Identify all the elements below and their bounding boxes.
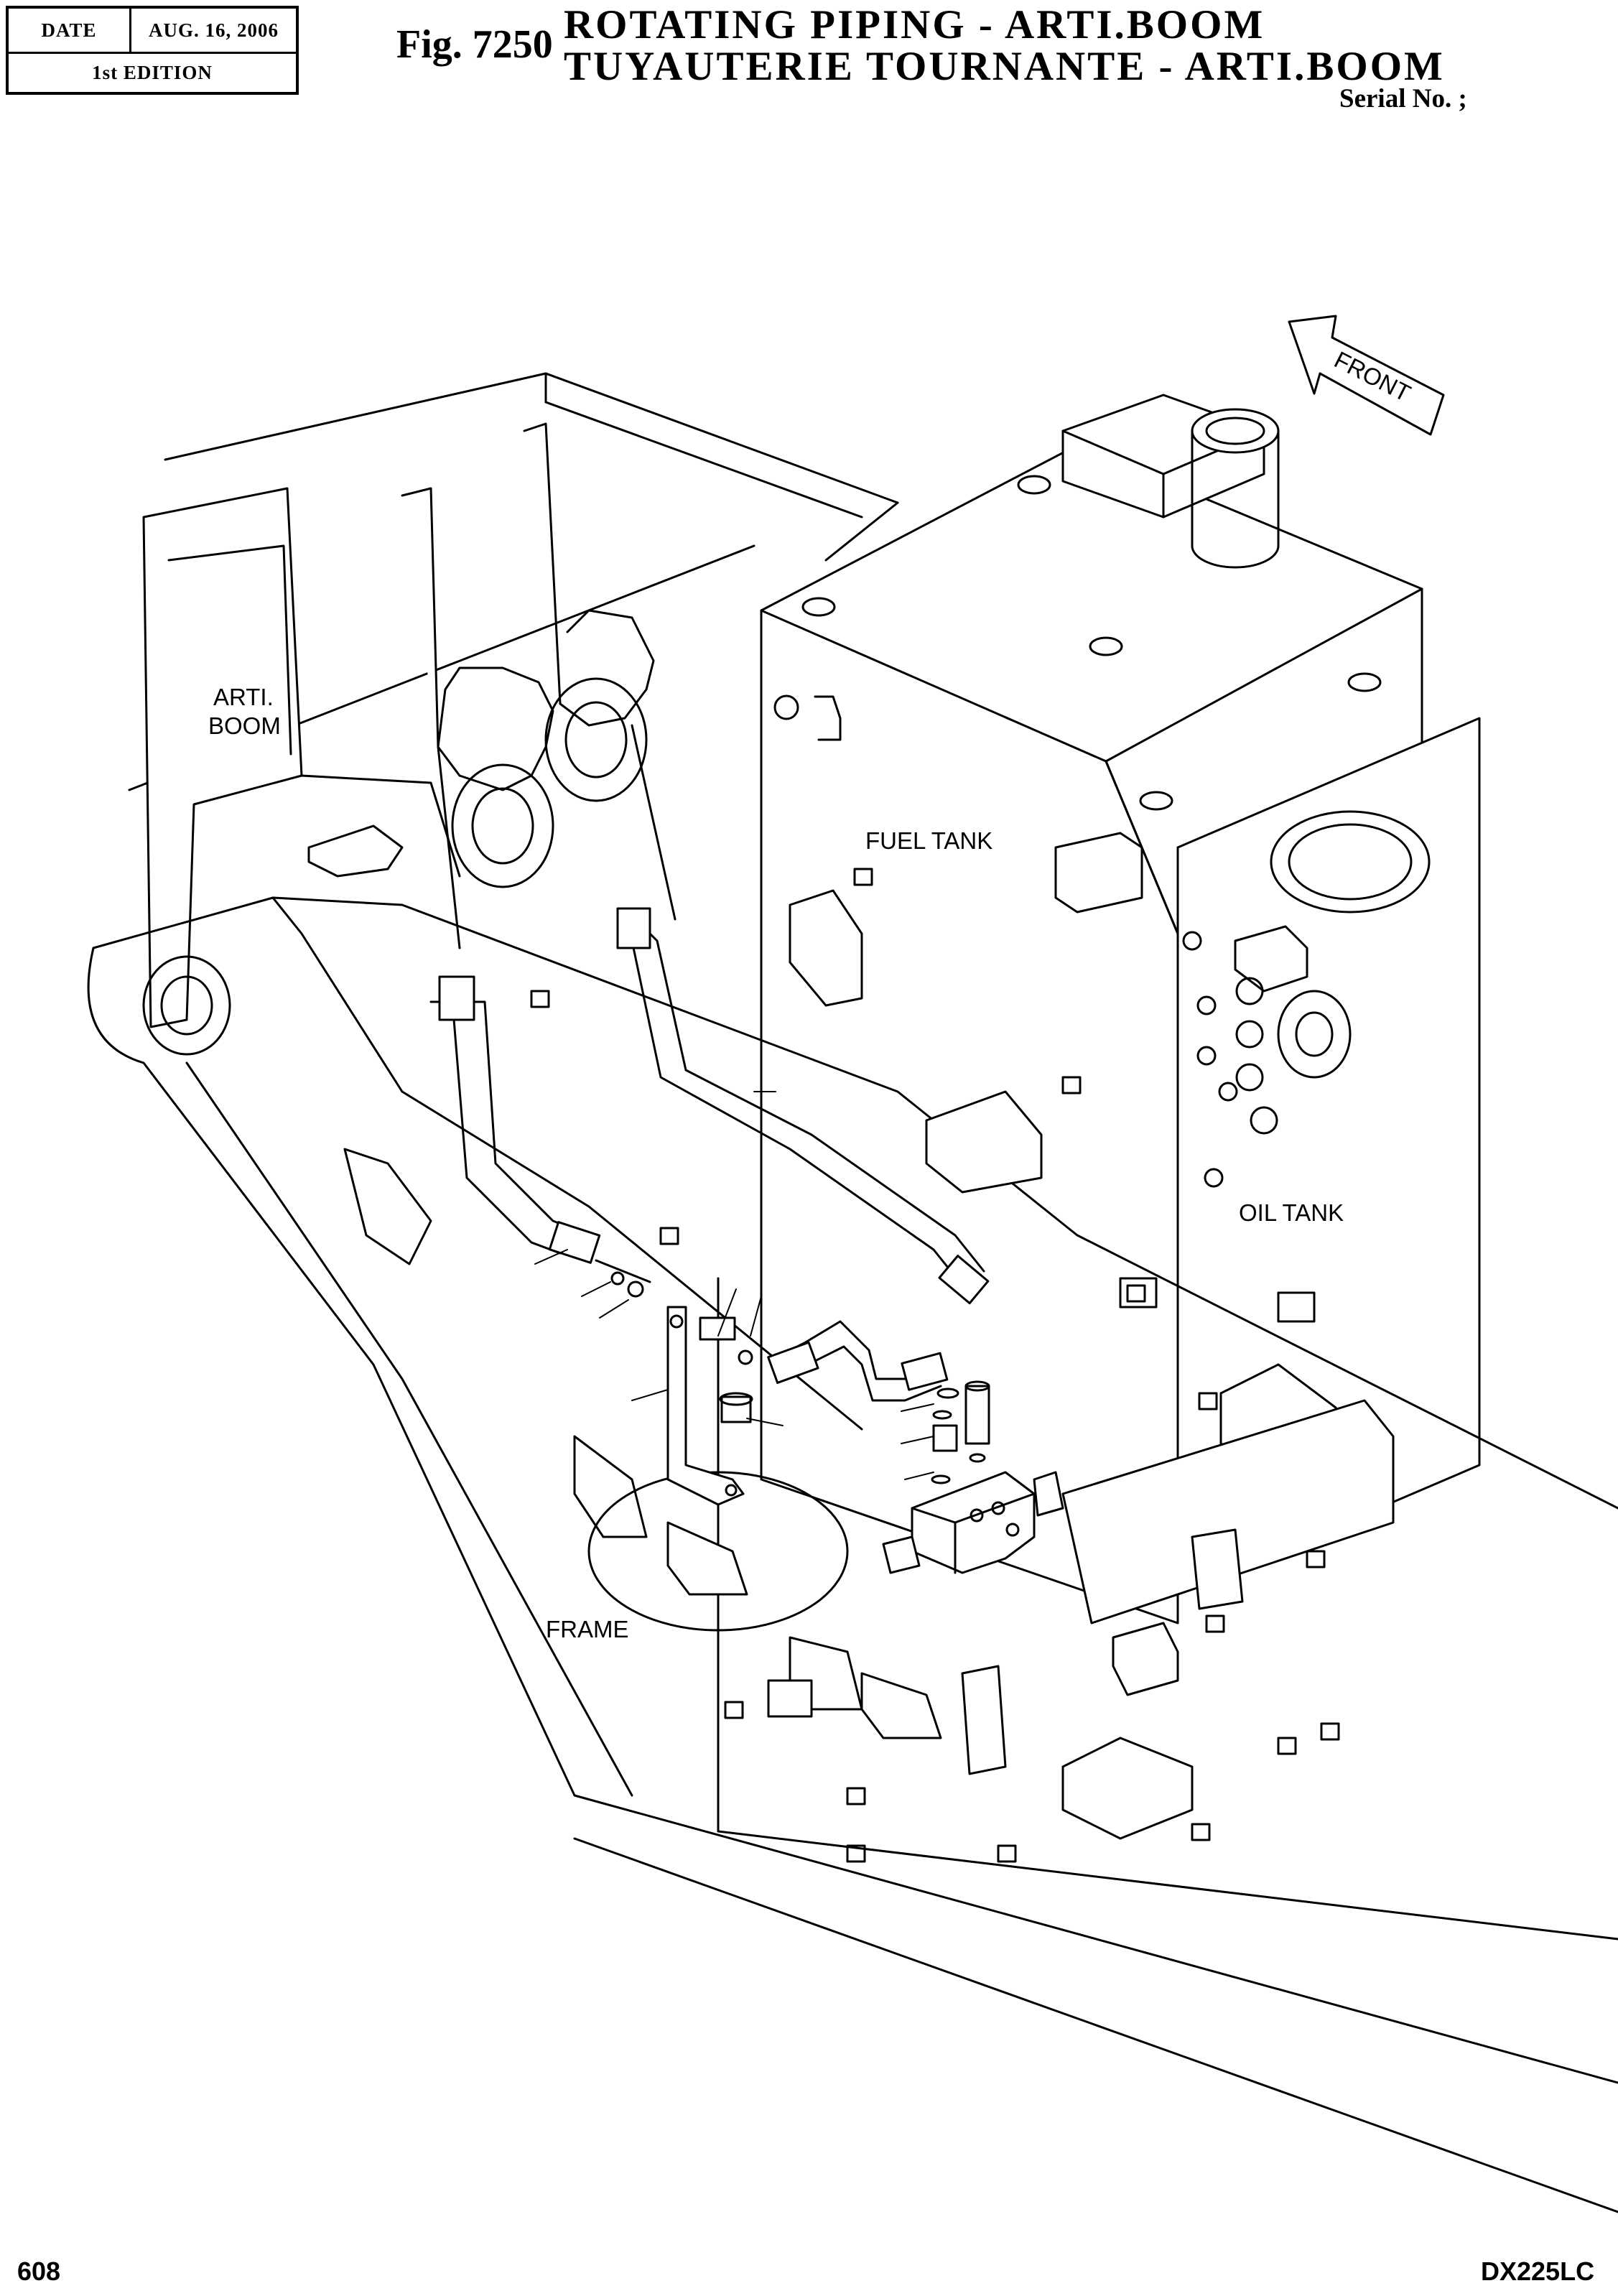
title-english: ROTATING PIPING - ARTI.BOOM (564, 2, 1265, 47)
oil-tank (1176, 717, 1481, 1596)
hose-right (616, 907, 990, 1305)
main-frame (87, 868, 1618, 2213)
edition-box: DATE AUG. 16, 2006 1st EDITION (6, 6, 299, 95)
edition-label: 1st EDITION (92, 62, 213, 83)
hose-left (429, 975, 651, 1283)
date-value: AUG. 16, 2006 (149, 19, 279, 41)
fuel-tank (760, 394, 1423, 1625)
leader-lines (534, 1091, 934, 1480)
figure-number: Fig. 7250 (396, 22, 553, 67)
arti-label: ARTI. (213, 684, 274, 710)
page-number: 608 (17, 2257, 61, 2286)
fittings (610, 1271, 1064, 1574)
model-code: DX225LC (1481, 2257, 1595, 2286)
boom-pin-plates (401, 422, 677, 949)
date-value-cell: AUG. 16, 2006 (131, 9, 296, 52)
date-row: DATE AUG. 16, 2006 (9, 9, 296, 54)
date-label: DATE (41, 19, 97, 41)
front-arrow: FRONT (1288, 315, 1445, 436)
arti-boom-bracket (142, 487, 461, 1028)
fuel-tank-label: FUEL TANK (865, 827, 992, 854)
frame-label: FRAME (546, 1616, 629, 1642)
title-french: TUYAUTERIE TOURNANTE - ARTI.BOOM (564, 44, 1445, 89)
edition-row: 1st EDITION (9, 54, 296, 92)
serial-number: Serial No. ; (1339, 84, 1467, 113)
hose-mid (767, 1320, 949, 1402)
date-label-cell: DATE (9, 9, 131, 52)
boom-label: BOOM (208, 712, 281, 739)
oil-tank-label: OIL TANK (1239, 1199, 1344, 1226)
